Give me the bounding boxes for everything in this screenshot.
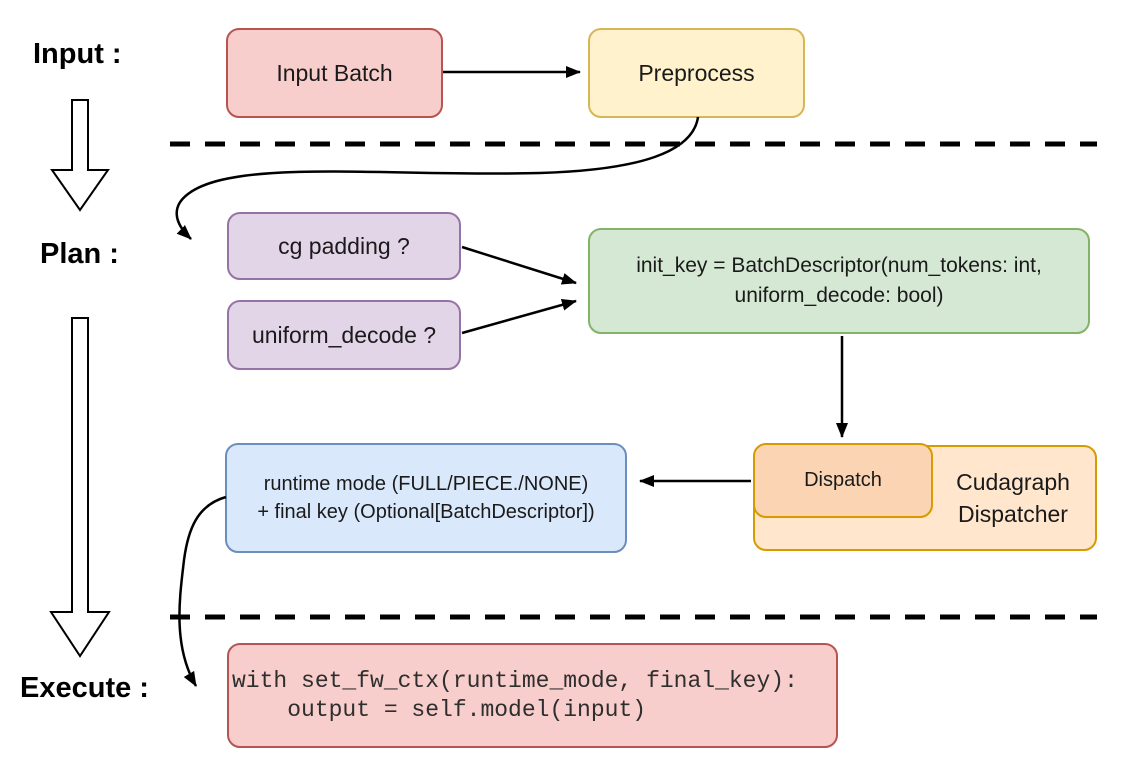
node-execute-code: with set_fw_ctx(runtime_mode, final_key)… xyxy=(227,643,838,748)
node-init-key-line2: uniform_decode: bool) xyxy=(734,284,944,307)
node-uniform-decode: uniform_decode ? xyxy=(227,300,461,370)
stage-label-plan: Plan : xyxy=(40,238,119,270)
node-init-key-line1: init_key = BatchDescriptor(num_tokens: i… xyxy=(636,254,1042,277)
edge-runtimemode-to-executecode xyxy=(178,495,227,687)
node-runtime-mode: runtime mode (FULL/PIECE./NONE) + final … xyxy=(225,443,627,553)
node-runtime-mode-line2: + final key (Optional[BatchDescriptor]) xyxy=(257,501,595,523)
hollow-arrow-plan-to-execute xyxy=(49,317,111,658)
node-input-batch-label: Input Batch xyxy=(276,59,393,86)
node-init-key: init_key = BatchDescriptor(num_tokens: i… xyxy=(588,228,1090,334)
node-cudagraph-dispatcher-title: Cudagraph Dispatcher xyxy=(931,447,1095,549)
edge-cgpadding-to-initkey xyxy=(461,245,577,285)
stage-label-execute: Execute : xyxy=(20,672,149,704)
node-cg-padding-label: cg padding ? xyxy=(278,232,410,259)
execute-code-line2: output = self.model(input) xyxy=(232,696,647,723)
execute-code-line1: with set_fw_ctx(runtime_mode, final_key)… xyxy=(232,667,798,694)
node-preprocess: Preprocess xyxy=(588,28,805,118)
node-dispatch-label: Dispatch xyxy=(804,469,882,491)
edge-uniformdecode-to-initkey xyxy=(461,299,577,335)
node-runtime-mode-line1: runtime mode (FULL/PIECE./NONE) xyxy=(263,473,589,495)
node-uniform-decode-label: uniform_decode ? xyxy=(251,321,437,348)
node-cg-padding: cg padding ? xyxy=(227,212,461,280)
node-dispatch: Dispatch xyxy=(753,443,933,518)
node-cudagraph-line1: Cudagraph xyxy=(956,469,1070,495)
node-cudagraph-line2: Dispatcher xyxy=(958,501,1068,527)
node-input-batch: Input Batch xyxy=(226,28,443,118)
node-preprocess-label: Preprocess xyxy=(638,59,755,86)
stage-label-input: Input : xyxy=(33,38,122,70)
hollow-arrow-input-to-plan xyxy=(50,99,110,212)
